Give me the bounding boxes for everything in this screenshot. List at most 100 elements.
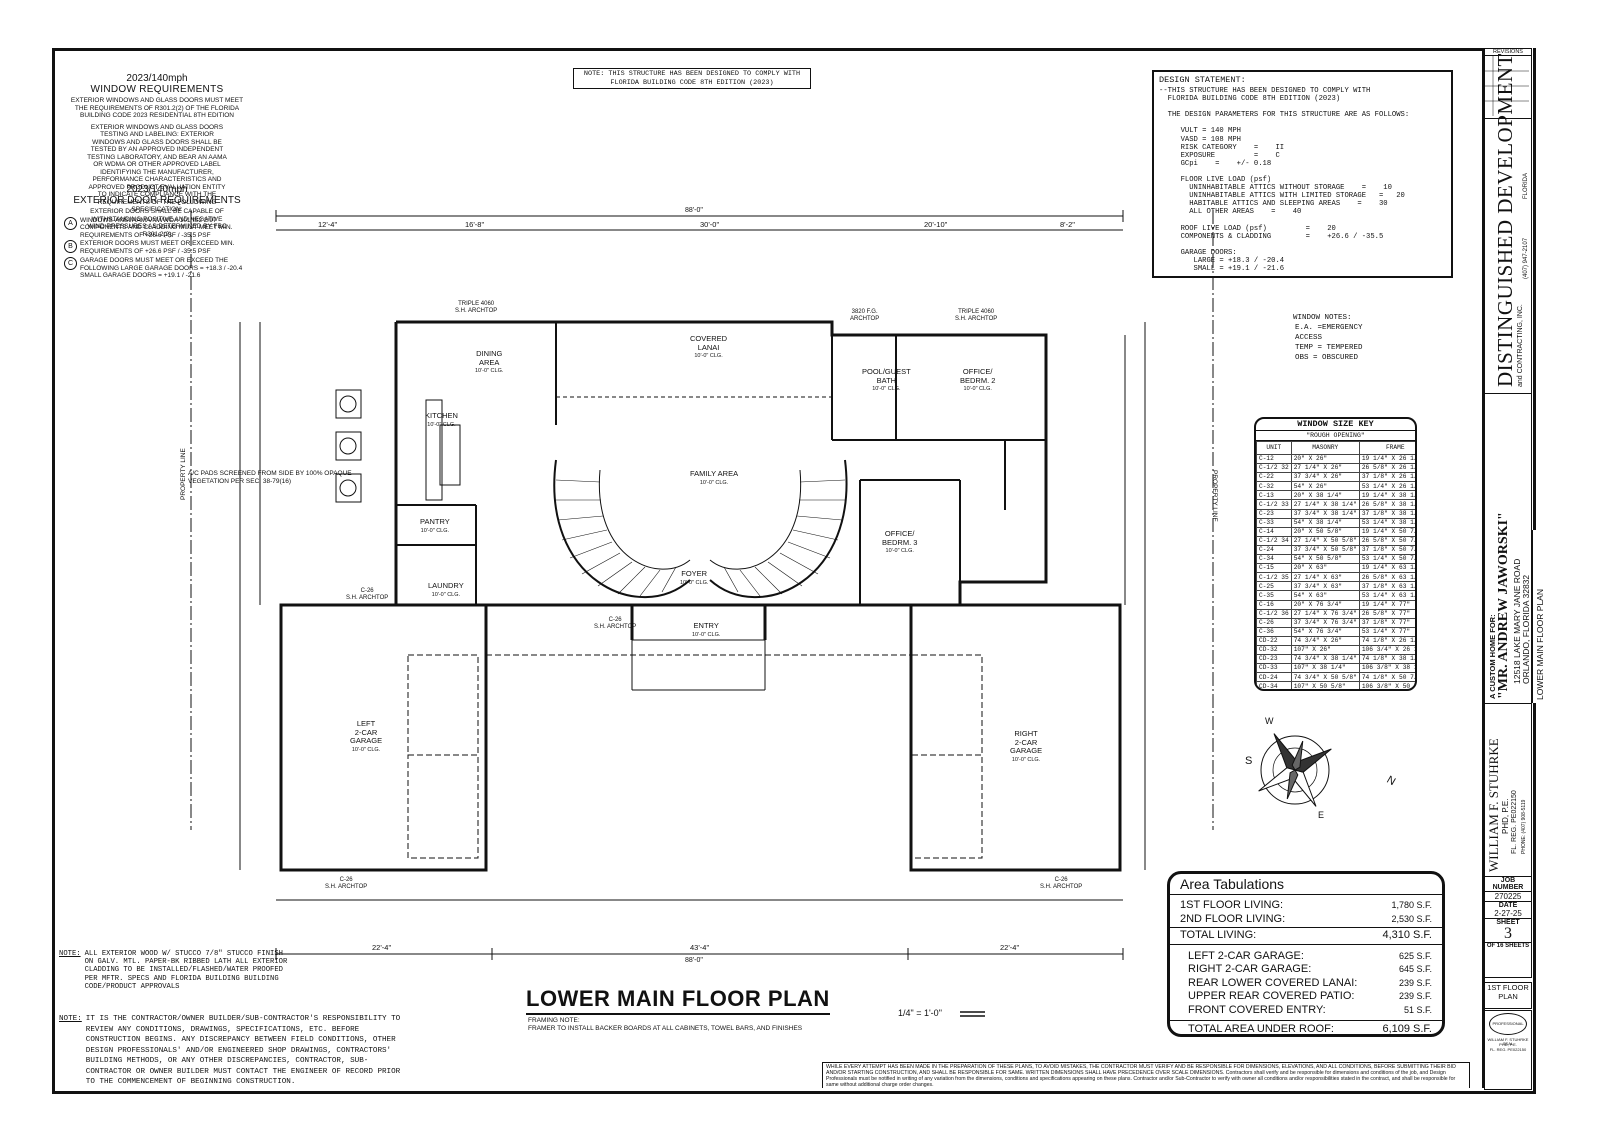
item-c-tag: C bbox=[64, 257, 77, 270]
date-label: DATE bbox=[1498, 902, 1518, 909]
area-title: Area Tabulations bbox=[1170, 876, 1442, 895]
property-line-left: PROPERTY LINE bbox=[180, 448, 187, 500]
compass-e: E bbox=[1318, 810, 1325, 820]
window-req-title1: 2023/140mph bbox=[126, 73, 188, 84]
top-dimension: 16'-8" bbox=[465, 220, 485, 229]
top-dimension: 20'-10" bbox=[924, 220, 948, 229]
compass-s: S bbox=[1245, 755, 1253, 767]
note1-tag: NOTE: bbox=[59, 950, 81, 958]
seal-label: PROFESSIONAL SEAL bbox=[1489, 1013, 1527, 1046]
window-note-line: OBS = OBSCURED bbox=[1295, 354, 1359, 362]
company-phone: (407) 947-2107 bbox=[1523, 237, 1529, 279]
wsk-cell: 37 3/4" X 26" bbox=[1290, 472, 1360, 483]
job-number-label: JOB NUMBER bbox=[1485, 877, 1531, 892]
area-other-row-value: 625 S.F. bbox=[1398, 950, 1432, 961]
revisions-grid bbox=[1485, 56, 1529, 116]
wsk-cell: 106 3/8" X 50 7/8" bbox=[1358, 681, 1415, 689]
area-other-row-label: LEFT 2-CAR GARAGE: bbox=[1188, 949, 1304, 962]
area-total-roof: TOTAL AREA UNDER ROOF: 6,109 S.F. bbox=[1170, 1020, 1442, 1037]
area-other-row-label: FRONT COVERED ENTRY: bbox=[1188, 1003, 1326, 1016]
sheet-number: 3 bbox=[1504, 925, 1512, 942]
item-c-text: GARAGE DOORS MUST MEET OR EXCEED THE FOL… bbox=[80, 257, 243, 279]
wsk-cell: 19 1/4" X 26 1/4" bbox=[1358, 453, 1415, 465]
wsk-cell: 20" X 26" bbox=[1290, 453, 1360, 465]
top-code-note: NOTE: THIS STRUCTURE HAS BEEN DESIGNED T… bbox=[573, 68, 811, 89]
stucco-note: NOTE: ALL EXTERIOR WOOD W/ STUCCO 7/8" S… bbox=[59, 950, 289, 991]
area-other-row-value: 645 S.F. bbox=[1398, 964, 1432, 974]
job-number: 270225 bbox=[1485, 892, 1531, 902]
revisions-box: REVISIONS bbox=[1484, 48, 1532, 120]
address-line2: ORLANDO, FLORIDA 32832 bbox=[1521, 574, 1531, 684]
seal-name: WILLIAM F. STUHRKE PHD, P.E. bbox=[1487, 1037, 1529, 1047]
plan-scale: 1/4" = 1'-0" bbox=[898, 1008, 942, 1018]
top-note-line2: FLORIDA BUILDING CODE 8TH EDITION (2023) bbox=[610, 78, 774, 87]
project-box: A CUSTOM HOME FOR: "MR. ANDREW JAWORSKI"… bbox=[1484, 393, 1532, 705]
seal-reg: FL. REG. PE022150 bbox=[1489, 1047, 1527, 1052]
area-other-row-value: 51 S.F. bbox=[1403, 1004, 1432, 1015]
area-living-row: 2ND FLOOR LIVING:2,530 S.F. bbox=[1180, 913, 1432, 927]
item-b-tag: B bbox=[64, 240, 77, 253]
area-other-list: LEFT 2-CAR GARAGE: 625 S.F. RIGHT 2-CAR GA… bbox=[1180, 950, 1432, 1018]
window-notes-title: WINDOW NOTES: bbox=[1293, 314, 1352, 322]
wsk-title: WINDOW SIZE KEY bbox=[1256, 419, 1415, 431]
contractor-note: NOTE: IT IS THE CONTRACTOR/OWNER BUILDER… bbox=[59, 1014, 404, 1088]
compass-rose bbox=[1258, 733, 1332, 807]
top-dimension: 8'-2" bbox=[1060, 220, 1075, 229]
framing-note: FRAMING NOTE: FRAMER TO INSTALL BACKER B… bbox=[528, 1017, 868, 1032]
design-statement-title: DESIGN STATEMENT: bbox=[1159, 75, 1246, 85]
company-box: DISTINGUISHED DEVELOPMENT and CONTRACTIN… bbox=[1484, 53, 1532, 395]
plan-title: LOWER MAIN FLOOR PLAN bbox=[526, 986, 830, 1015]
door-req-title1: 2023/140mph bbox=[126, 184, 188, 195]
area-other-row: RIGHT 2-CAR GARAGE: 645 S.F. bbox=[1188, 963, 1432, 977]
area-other-row-label: UPPER REAR COVERED PATIO: bbox=[1188, 990, 1355, 1002]
floor-label-box: 1ST FLOOR PLAN bbox=[1484, 982, 1532, 1009]
job-info-box: JOB NUMBER 270225 DATE 2-27-25 SHEET 3 O… bbox=[1484, 876, 1532, 978]
bottom-dimension: 22'-4" bbox=[372, 943, 392, 952]
window-requirements: 2023/140mph WINDOW REQUIREMENTS EXTERIOR… bbox=[64, 73, 250, 239]
property-line-right: PROPERTY LINE bbox=[1211, 470, 1218, 522]
note2-tag: NOTE: bbox=[59, 1015, 82, 1023]
area-tabulations: Area Tabulations 1ST FLOOR LIVING:1,780 … bbox=[1167, 871, 1445, 1037]
window-req-title2: WINDOW REQUIREMENTS bbox=[90, 84, 224, 95]
framing-note-title: FRAMING NOTE: bbox=[528, 1017, 580, 1024]
overall-dim-bottom: 88'-0" bbox=[685, 957, 703, 964]
wsk-cell: 20" X 38 1/4" bbox=[1290, 490, 1360, 501]
top-dimension: 12'-4" bbox=[318, 220, 338, 229]
ac-pad-note: A/C PADS SCREENED FROM SIDE BY 100% OPAQ… bbox=[188, 470, 352, 485]
sheet-title: LOWER MAIN FLOOR PLAN bbox=[1535, 589, 1545, 700]
engineer-box: WILLIAM F. STUHRKE PHD, P.E. FL. REG. PE… bbox=[1484, 703, 1532, 878]
item-b-text: EXTERIOR DOORS MUST MEET OR EXCEED MIN. … bbox=[80, 240, 235, 255]
total-roof-value: 6,109 S.F. bbox=[1382, 1023, 1432, 1035]
wsk-cell: 37 1/8" X 26 1/4" bbox=[1358, 472, 1415, 483]
client-name: "MR. ANDREW JAWORSKI" bbox=[1496, 512, 1511, 699]
framing-note-body: FRAMER TO INSTALL BACKER BOARDS AT ALL C… bbox=[528, 1024, 803, 1032]
date-value: 2-27-25 bbox=[1485, 909, 1531, 919]
area-other-row: FRONT COVERED ENTRY: 51 S.F. bbox=[1188, 1004, 1432, 1018]
area-other-row-label: RIGHT 2-CAR GARAGE: bbox=[1188, 963, 1312, 975]
area-other-row: REAR LOWER COVERED LANAI:239 S.F. bbox=[1188, 977, 1432, 991]
area-living-list: 1ST FLOOR LIVING:1,780 S.F.2ND FLOOR LIV… bbox=[1180, 899, 1432, 926]
bottom-dimension: 22'-4" bbox=[1000, 943, 1020, 952]
